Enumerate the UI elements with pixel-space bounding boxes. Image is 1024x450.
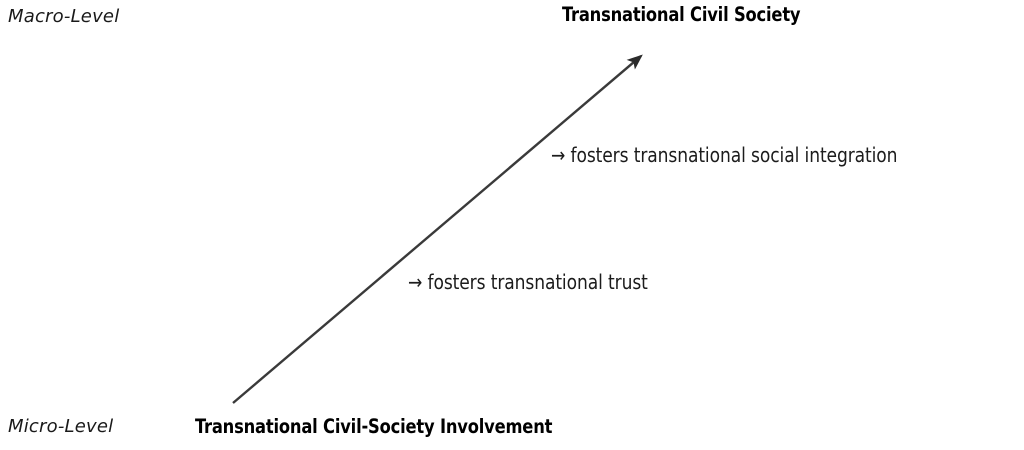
edge-annotation-social-integration: → fosters transnational social integrati… [551,143,898,167]
node-transnational-civil-society: Transnational Civil Society [562,3,801,26]
node-transnational-civil-society-involvement: Transnational Civil-Society Involvement [195,415,553,438]
macro-level-label: Macro-Level [8,6,120,27]
upward-arrow [232,54,643,404]
micro-level-label: Micro-Level [8,416,114,437]
edge-annotation-trust: → fosters transnational trust [408,270,648,294]
